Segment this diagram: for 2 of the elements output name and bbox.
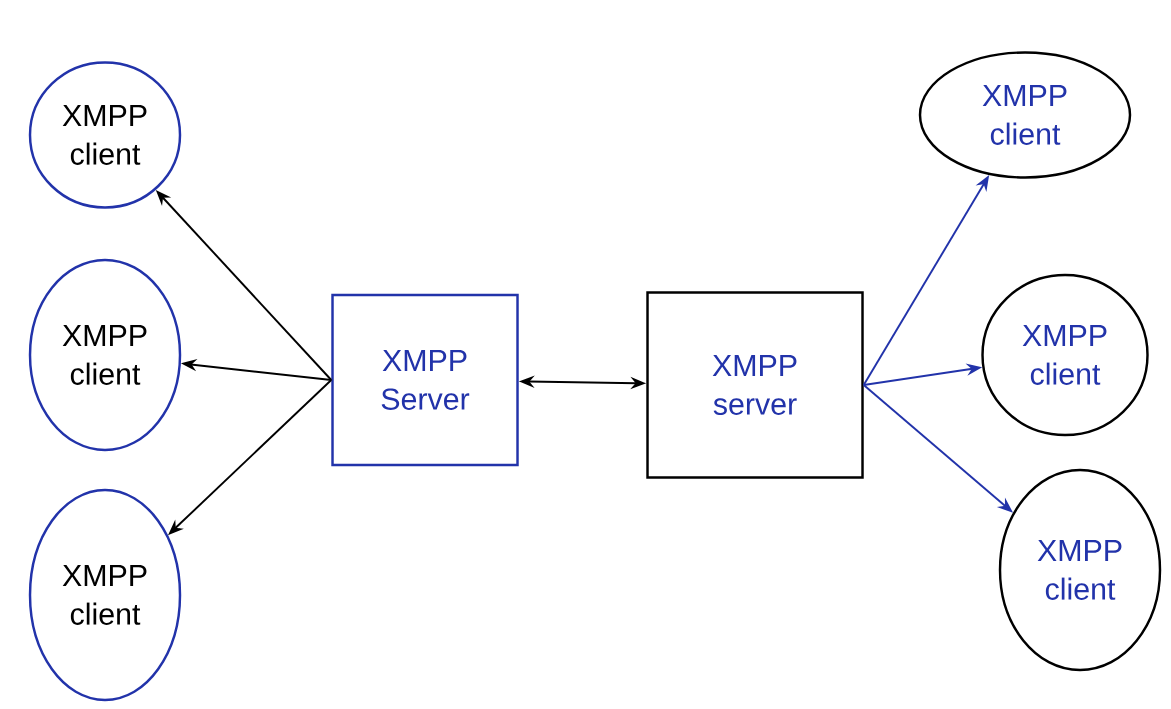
server-box: XMPP Server [331, 293, 519, 467]
server-box: XMPP server [646, 291, 864, 479]
